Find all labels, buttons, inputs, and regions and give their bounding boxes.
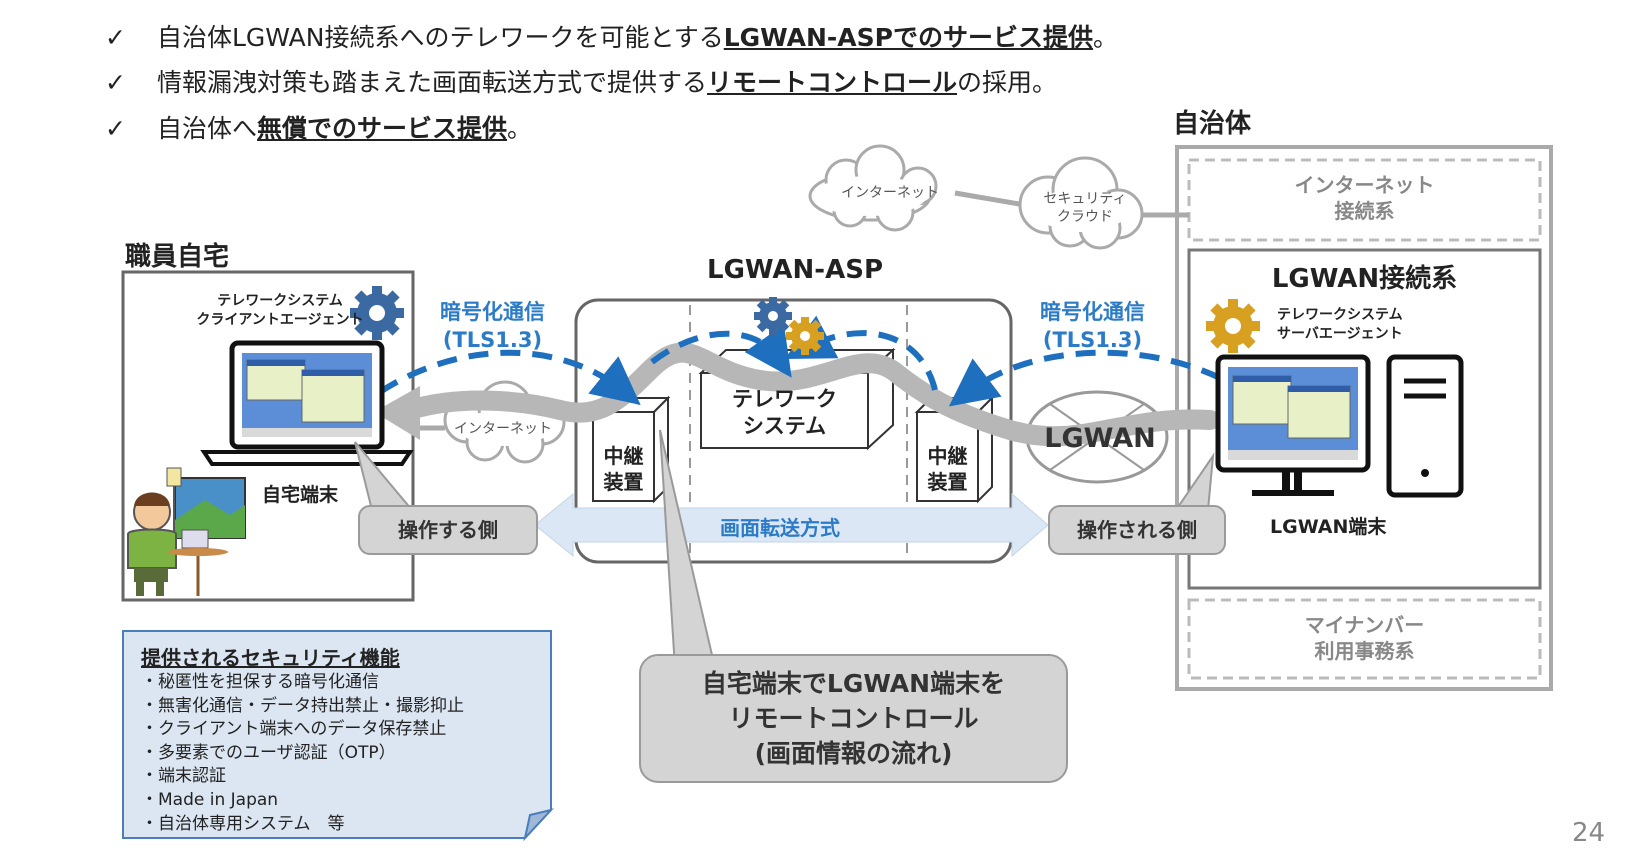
server-agent-line2: サーバエージェント	[1277, 326, 1403, 342]
relay-right-line2: 装置	[927, 470, 968, 494]
lgwan-terminal-label: LGWAN端末	[1270, 516, 1387, 538]
internet-segment-line2: 接続系	[1334, 199, 1395, 223]
cloud-icon-security	[1018, 156, 1144, 250]
client-agent-label: テレワークシステム クライアントエージェント	[190, 292, 370, 330]
bullet-1-suffix: 。	[1092, 23, 1118, 52]
bullet-3-emphasis: 無償でのサービス提供	[257, 114, 508, 143]
mynumber-line1: マイナンバー	[1304, 613, 1425, 637]
lgwan-segment-title: LGWAN接続系	[1271, 264, 1458, 294]
gear-icon	[786, 317, 824, 355]
gear-icon	[1206, 299, 1260, 353]
relay-left-line1: 中継	[603, 444, 644, 468]
security-features-list: 提供されるセキュリティ機能 ・秘匿性を担保する暗号化通信 ・無害化通信・データ持…	[141, 645, 464, 836]
tower-pc-icon	[1386, 354, 1464, 498]
mynumber-segment-label: マイナンバー 利用事務系	[1189, 612, 1540, 664]
client-agent-line1: テレワークシステム	[217, 293, 343, 309]
encryption-right-label: 暗号化通信 (TLS1.3)	[1030, 298, 1155, 354]
check-icon: ✓	[105, 114, 126, 143]
encryption-left-label: 暗号化通信 (TLS1.3)	[430, 298, 555, 354]
gear-icon	[754, 297, 792, 335]
callout-line2: リモートコントロール	[728, 704, 979, 733]
relay-device-left	[590, 395, 671, 504]
relay-right-label: 中継 装置	[917, 443, 978, 495]
transfer-method-label: 画面転送方式	[720, 516, 840, 540]
check-icon: ✓	[105, 68, 126, 97]
encryption-right-line1: 暗号化通信	[1040, 300, 1145, 324]
bullet-1-emphasis: LGWAN-ASPでのサービス提供	[723, 23, 1093, 52]
municipality-title: 自治体	[1173, 109, 1252, 139]
cloud-internet-mid-label: インターネット	[454, 421, 552, 437]
cloud-security-line1: セキュリティ	[1043, 191, 1127, 207]
laptop-icon	[200, 340, 414, 466]
relay-left-line2: 装置	[603, 470, 644, 494]
cloud-security-label: セキュリティ クラウド	[1035, 190, 1135, 226]
bullet-2: ✓ 情報漏洩対策も踏まえた画面転送方式で提供するリモートコントロールの採用。	[105, 63, 1057, 99]
encryption-left-line2: (TLS1.3)	[442, 328, 543, 352]
operated-side-label: 操作される側	[1048, 505, 1226, 555]
bullet-3-text: 自治体へ	[157, 114, 258, 143]
relay-left-label: 中継 装置	[593, 443, 654, 495]
encryption-left-line1: 暗号化通信	[440, 300, 545, 324]
bullet-1: ✓ 自治体LGWAN接続系へのテレワークを可能とするLGWAN-ASPでのサービス…	[105, 18, 1118, 54]
person-illustration	[127, 467, 246, 596]
list-item: ・Made in Japan	[141, 789, 279, 810]
screen-flow-path	[400, 342, 1220, 447]
callout-text: 自宅端末でLGWAN端末を リモートコントロール (画面情報の流れ)	[640, 666, 1067, 771]
cloud-security-line2: クラウド	[1057, 209, 1113, 225]
list-item: ・多要素でのユーザ認証（OTP）	[141, 742, 396, 763]
callout-line3: (画面情報の流れ)	[754, 739, 953, 768]
encrypted-link-left	[378, 349, 641, 406]
bullet-1-text: 自治体LGWAN接続系へのテレワークを可能とする	[157, 23, 724, 52]
server-agent-line1: テレワークシステム	[1277, 307, 1403, 323]
mynumber-line2: 利用事務系	[1314, 639, 1415, 663]
server-agent-label: テレワークシステム サーバエージェント	[1277, 306, 1403, 344]
internet-segment-line1: インターネット	[1294, 173, 1435, 197]
telework-system-label: テレワーク システム	[701, 386, 868, 440]
callout-bubble	[639, 654, 1068, 783]
gear-icon	[350, 286, 404, 340]
telework-system-line1: テレワーク	[732, 387, 837, 411]
bullet-2-suffix: の採用。	[957, 68, 1058, 97]
internet-segment-box	[1187, 158, 1542, 242]
cloud-internet-top-label: インターネット	[841, 185, 939, 201]
telework-system-line2: システム	[742, 414, 827, 438]
lgwan-network-label: LGWAN	[1044, 423, 1156, 454]
bullet-2-emphasis: リモートコントロール	[707, 68, 958, 97]
cloud-icon-internet-top	[808, 144, 938, 232]
mynumber-segment-box	[1187, 598, 1542, 680]
list-item: ・秘匿性を担保する暗号化通信	[141, 672, 379, 692]
bullet-3: ✓ 自治体へ無償でのサービス提供。	[105, 109, 532, 145]
security-features-title: 提供されるセキュリティ機能	[141, 646, 400, 670]
encrypted-link-right	[948, 349, 1222, 407]
check-icon: ✓	[105, 23, 126, 52]
callout-line1: 自宅端末でLGWAN端末を	[701, 669, 1006, 698]
bullet-2-text: 情報漏洩対策も踏まえた画面転送方式で提供する	[157, 68, 708, 97]
encryption-right-line2: (TLS1.3)	[1042, 328, 1143, 352]
client-agent-line2: クライアントエージェント	[196, 312, 364, 328]
list-item: ・無害化通信・データ持出禁止・撮影抑止	[141, 695, 464, 716]
home-terminal-label: 自宅端末	[262, 484, 339, 506]
relay-right-line1: 中継	[927, 444, 968, 468]
operator-side-label: 操作する側	[358, 505, 538, 555]
asp-title: LGWAN-ASP	[707, 255, 883, 285]
home-title: 職員自宅	[125, 242, 230, 272]
list-item: ・自治体専用システム 等	[141, 813, 345, 834]
internet-segment-label: インターネット 接続系	[1189, 172, 1540, 224]
list-item: ・クライアント端末へのデータ保存禁止	[141, 719, 447, 740]
desktop-monitor-icon	[1215, 354, 1371, 496]
list-item: ・端末認証	[141, 766, 226, 787]
page-number: 24	[1572, 818, 1606, 848]
bullet-3-suffix: 。	[507, 114, 533, 143]
